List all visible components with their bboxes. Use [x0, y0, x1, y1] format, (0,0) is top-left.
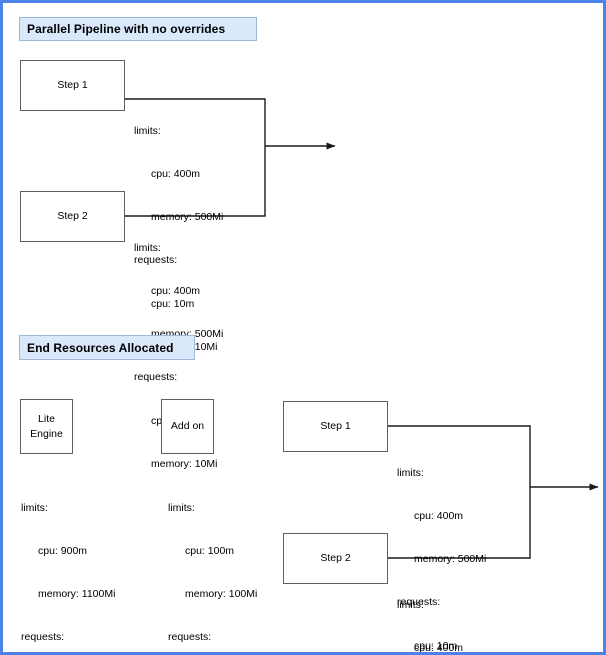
requests-label: requests: [397, 596, 441, 609]
node-add-on[interactable]: Add on [161, 399, 214, 454]
section-header-parallel-pipeline: Parallel Pipeline with no overrides [19, 17, 257, 41]
lite-engine-line-1: Lite [38, 413, 55, 426]
node-lite-engine[interactable]: Lite Engine [20, 399, 73, 454]
node-top-step2[interactable]: Step 2 [20, 191, 125, 242]
requests-label: requests: [134, 254, 178, 267]
limits-label: limits: [134, 241, 161, 254]
requests-label: requests: [168, 631, 212, 644]
resources-lite-engine: limits: cpu: 900m memory: 1100Mi request… [21, 472, 116, 652]
resources-add-on: limits: cpu: 100m memory: 100Mi requests… [168, 472, 258, 652]
limits-label: limits: [397, 598, 424, 611]
limits-label: limits: [397, 466, 424, 479]
limits-cpu: cpu: 400m [414, 510, 464, 523]
limits-cpu: cpu: 400m [151, 285, 201, 298]
limits-memory: memory: 500Mi [414, 553, 487, 566]
resources-bottom-step1: limits: cpu: 400m memory: 500Mi requests… [397, 437, 487, 652]
requests-cpu: cpu: 10m [151, 297, 195, 310]
limits-cpu: cpu: 100m [185, 545, 235, 558]
requests-cpu: cpu: 10m [414, 639, 458, 652]
limits-label: limits: [134, 124, 161, 137]
node-bottom-step1[interactable]: Step 1 [283, 401, 388, 452]
limits-label: limits: [21, 501, 48, 514]
limits-label: limits: [168, 501, 195, 514]
node-top-step1[interactable]: Step 1 [20, 60, 125, 111]
limits-cpu: cpu: 400m [151, 168, 201, 181]
node-bottom-step2[interactable]: Step 2 [283, 533, 388, 584]
resources-bottom-step2: limits: cpu: 400m memory: 500Mi requests… [397, 569, 486, 655]
requests-label: requests: [21, 631, 65, 644]
section-header-end-resources: End Resources Allocated [19, 335, 195, 360]
limits-memory: memory: 1100Mi [38, 588, 116, 601]
requests-label: requests: [134, 371, 178, 384]
limits-cpu: cpu: 400m [414, 642, 464, 655]
limits-cpu: cpu: 900m [38, 545, 88, 558]
lite-engine-line-2: Engine [30, 427, 63, 440]
requests-memory: memory: 10Mi [151, 457, 218, 470]
limits-memory: memory: 500Mi [151, 211, 224, 224]
limits-memory: memory: 100Mi [185, 588, 258, 601]
